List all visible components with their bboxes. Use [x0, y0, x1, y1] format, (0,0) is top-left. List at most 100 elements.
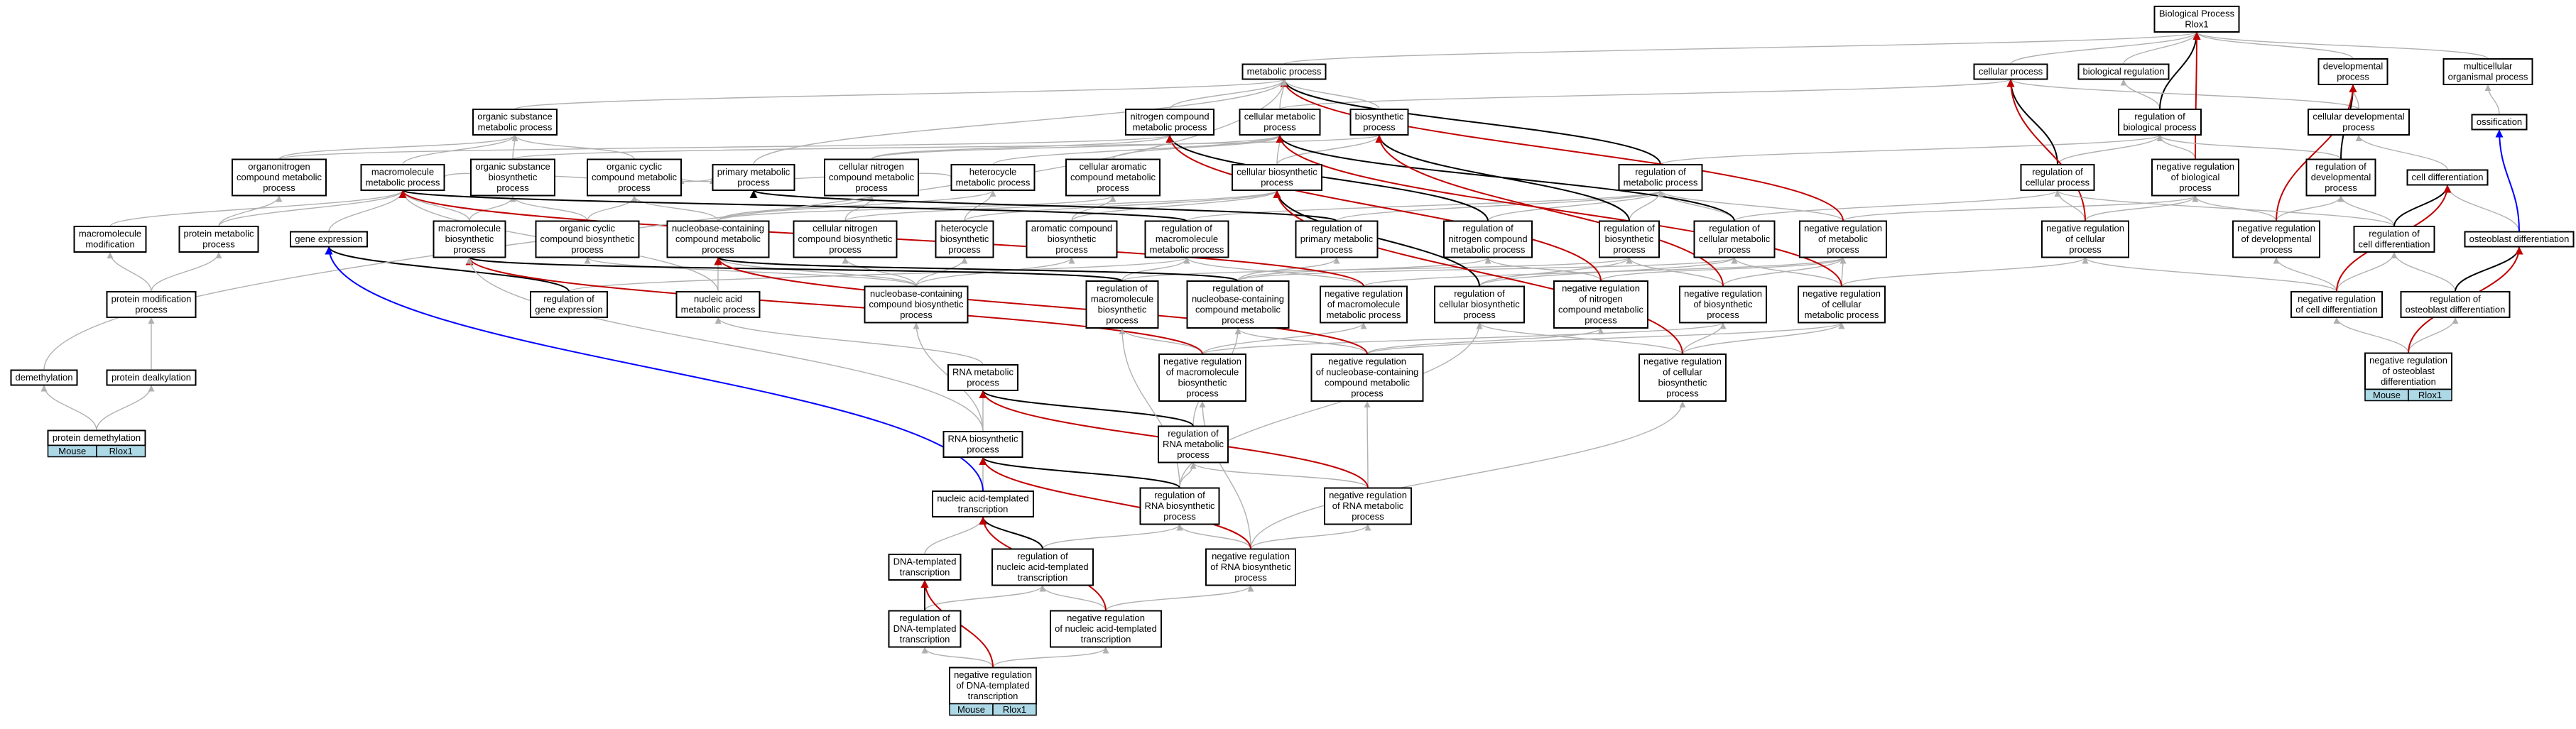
term-node-cell-differentiation[interactable]: cell differentiation	[2406, 169, 2489, 186]
term-node-protein-demethylation[interactable]: protein demethylation	[47, 429, 146, 446]
term-box	[949, 667, 1037, 705]
gene-cell-box	[2408, 388, 2452, 402]
term-label-line: cellular nitrogen	[813, 223, 878, 234]
term-label-line: macromolecule	[371, 167, 434, 177]
term-label-line: process	[1827, 244, 1859, 255]
edge-is-a	[218, 195, 283, 227]
term-node-cellular-process[interactable]: cellular process	[1973, 63, 2048, 80]
edge-is-a	[1071, 195, 1116, 221]
edge-negatively-regulates	[1375, 134, 1724, 287]
term-node-osteoblast-differentiation[interactable]: osteoblast differentiation	[2464, 231, 2575, 248]
term-node-ossification[interactable]: ossification	[2471, 114, 2528, 131]
edge-is-a	[2054, 190, 2395, 227]
term-node-metabolic[interactable]: metabolic process	[1241, 63, 1327, 80]
edge-is-a	[1279, 78, 2014, 110]
term-node-gene-expression[interactable]: gene expression	[290, 231, 368, 248]
term-label-line: regulation of	[2032, 167, 2083, 177]
term-label-line: heterocycle	[941, 223, 988, 234]
term-node-protein-dealkylation[interactable]: protein dealkylation	[106, 369, 197, 386]
term-node-demethylation[interactable]: demethylation	[10, 369, 78, 386]
term-box	[932, 490, 1034, 517]
edge-is-a	[1250, 400, 1686, 549]
term-label-line: organic substance	[477, 111, 553, 122]
term-label-line: process	[2179, 182, 2212, 193]
term-label-line: developmental	[2311, 172, 2371, 182]
edge-regulates	[325, 246, 570, 292]
edge-is-a	[964, 190, 1281, 222]
term-node-reg-macromolecule-biosynthetic[interactable]: regulation ofmacromoleculebiosyntheticpr…	[1085, 280, 1159, 329]
term-node-biological-regulation[interactable]: biological regulation	[2077, 63, 2170, 80]
term-node-reg-nucleobase-metabolic[interactable]: regulation ofnucleobase-containingcompou…	[1186, 280, 1290, 329]
